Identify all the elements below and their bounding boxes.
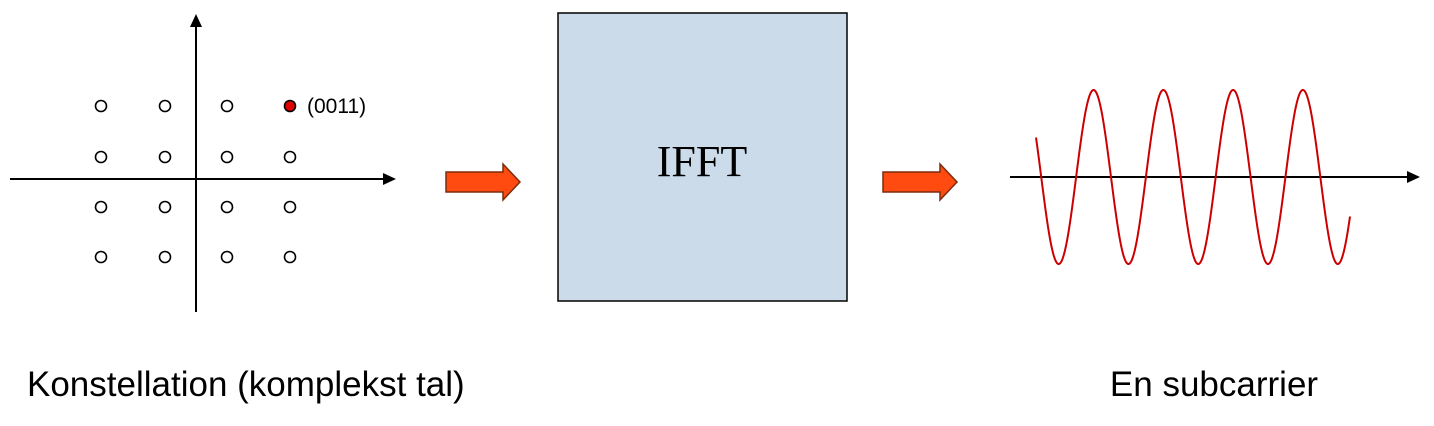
constellation-points <box>94 99 297 264</box>
constellation-point <box>283 250 297 264</box>
constellation-point-label: (0011) <box>307 95 366 118</box>
constellation-point <box>94 200 108 214</box>
constellation-point <box>283 200 297 214</box>
constellation-point-highlighted <box>283 99 297 113</box>
constellation-point <box>158 150 172 164</box>
subcarrier-time-axis-arrowhead <box>1407 171 1420 183</box>
ifft-box <box>557 12 848 302</box>
subcarrier-panel <box>1010 88 1420 266</box>
subcarrier-wave <box>1035 88 1351 266</box>
ifft-label: IFFT <box>657 137 748 186</box>
constellation-point <box>158 250 172 264</box>
constellation-point <box>158 99 172 113</box>
constellation-point <box>220 150 234 164</box>
constellation-point <box>94 250 108 264</box>
constellation-x-axis-arrowhead <box>383 173 396 185</box>
flow-arrow-2 <box>882 162 959 202</box>
constellation-point <box>220 250 234 264</box>
subcarrier-caption: En subcarrier <box>1110 365 1318 404</box>
constellation-point <box>94 150 108 164</box>
ifft-block: IFFT <box>557 12 848 302</box>
constellation-y-axis-arrowhead <box>190 14 202 27</box>
constellation-point <box>220 200 234 214</box>
constellation-point <box>283 150 297 164</box>
constellation-caption: Konstellation (komplekst tal) <box>27 365 465 404</box>
constellation-panel: (0011) <box>10 14 396 312</box>
constellation-point <box>158 200 172 214</box>
flow-arrow-1 <box>445 162 522 202</box>
constellation-point <box>94 99 108 113</box>
constellation-point <box>220 99 234 113</box>
